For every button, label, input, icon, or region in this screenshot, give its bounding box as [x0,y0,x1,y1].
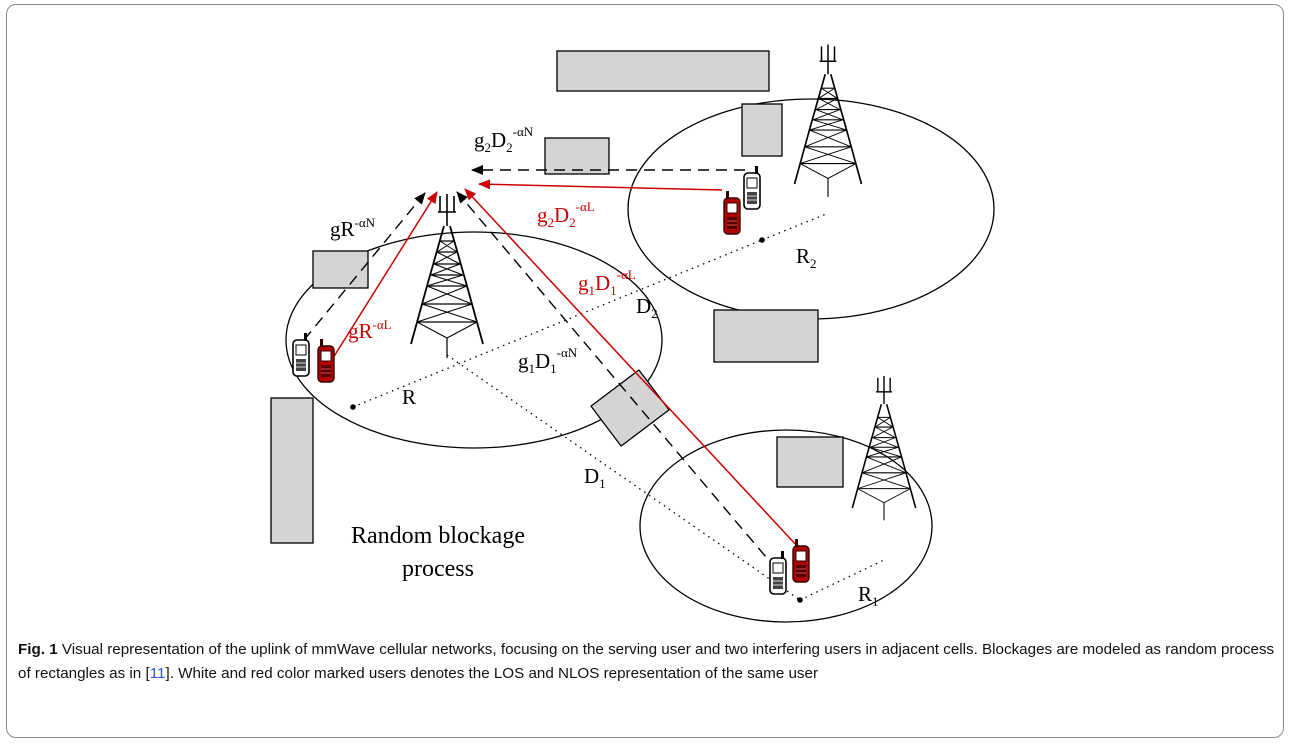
blockage-rect [741,103,783,157]
label-R2: R2 [796,244,817,271]
caption-fig-label: Fig. 1 [18,641,58,658]
serving-cell [285,231,663,449]
label-g2D2-los: g2D2-αL [537,199,595,230]
interfering-user-1-nlos-icon [792,538,810,583]
label-random-blockage: Random blockage [351,523,525,549]
interfering-cell-2 [627,98,995,320]
los-links [332,179,799,548]
blockage-rect [544,137,610,175]
interfering-base-station-2-icon [793,43,863,198]
mmwave-uplink-diagram: gR-αN gR-αL g2D2-αN g2D2-αL g1D1-αL g1D1… [270,43,995,623]
label-g1D1-nlos: g1D1-αN [518,345,578,376]
label-g2D2-nlos: g2D2-αN [474,124,534,155]
label-R: R [402,385,416,409]
interfering-user-2-los-icon [743,165,761,210]
label-g1D1-los: g1D1-αL [578,267,636,298]
serving-user-los-icon [292,332,310,377]
label-D1: D1 [584,464,606,491]
blockage-rect [556,50,770,92]
label-R1: R1 [858,582,879,609]
caption-text: Visual representation of the uplink of m… [18,641,1275,682]
interfering-user-2-nlos-icon [723,190,741,235]
serving-user-nlos-icon [317,338,335,383]
figure-caption: Fig. 1 Visual representation of the upli… [18,638,1280,686]
caption-reference-link[interactable]: 11 [149,665,166,682]
label-gR-nlos: gR-αN [330,215,376,241]
serving-base-station-icon [410,193,484,359]
interfering-cell-1 [639,429,933,623]
user-2-position-dot [759,237,765,243]
label-blockage-process: process [402,556,474,582]
nlos-links [303,165,778,571]
blockage-rect [713,309,819,363]
interfering-base-station-1-icon [851,375,917,522]
user-1-position-dot [797,597,803,603]
blockage-rect [270,397,314,544]
caption-text-end: ]. White and red color marked users deno… [165,665,819,682]
blockage-rect [312,250,369,289]
label-D2: D2 [636,294,658,321]
blockage-rect [776,436,844,488]
blockage-rect [590,369,670,447]
label-gR-los: gR-αL [348,317,392,343]
interfering-user-1-los-icon [769,550,787,595]
figure-frame [6,4,1284,738]
serving-user-position-dot [350,404,356,410]
